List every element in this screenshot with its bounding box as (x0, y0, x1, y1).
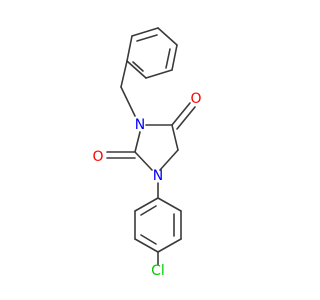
bond (126, 60, 147, 79)
atom-label-o1: O (190, 91, 201, 107)
atom-label-n2: N (153, 168, 163, 184)
bond (157, 27, 178, 46)
bond (132, 61, 144, 72)
bond (131, 27, 159, 37)
bond (145, 69, 173, 79)
bond (136, 34, 158, 42)
atom-label-cl: Cl (151, 263, 165, 279)
atom-label-n1: N (135, 117, 145, 133)
chlorophenyl-ring (134, 197, 182, 253)
bond (120, 60, 128, 88)
bond (126, 35, 133, 62)
bond (134, 197, 159, 212)
bond (157, 238, 182, 253)
benzyl-ring (126, 27, 178, 79)
bond (171, 124, 179, 151)
bond (120, 86, 136, 117)
atom-O1: O (190, 91, 201, 107)
bond (176, 106, 196, 130)
atom-Cl: Cl (151, 263, 165, 279)
bond (171, 102, 191, 126)
atom-N1: N (135, 117, 145, 133)
atom-O2: O (92, 149, 103, 165)
bond (140, 205, 157, 216)
bond (140, 234, 157, 245)
hydantoin-ring (106, 102, 196, 171)
bond (134, 238, 159, 253)
bond (171, 44, 178, 71)
atom-label-o2: O (92, 149, 103, 165)
bond (157, 197, 182, 212)
bond (165, 48, 171, 69)
bond (159, 149, 179, 171)
bond (134, 151, 153, 171)
atom-N2: N (153, 168, 163, 184)
bond (134, 131, 141, 153)
molecule-diagram: O N O N Cl (92, 27, 202, 279)
